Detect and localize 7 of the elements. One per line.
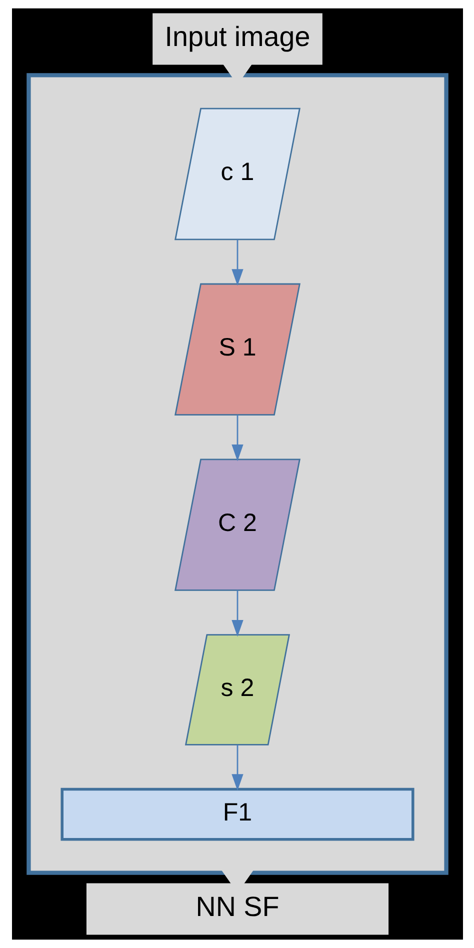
- arrow: [231, 590, 243, 637]
- node-box: F1: [60, 788, 414, 841]
- arrow: [231, 744, 243, 791]
- arrow: [231, 415, 243, 462]
- arrow: [231, 240, 243, 286]
- node-box: NN SF: [86, 883, 388, 935]
- cluster: [26, 73, 448, 875]
